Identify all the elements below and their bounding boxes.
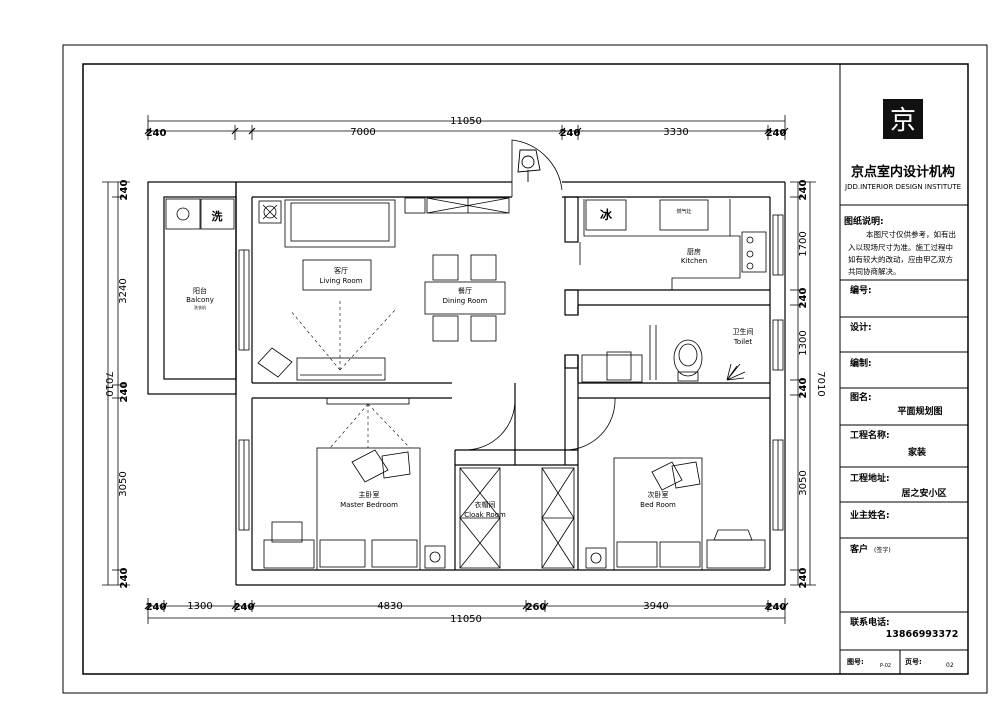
project-label: 工程名称: <box>850 429 890 441</box>
company-en: JDD.INTERIOR DESIGN INSTITUTE <box>844 183 961 191</box>
master-en: Master Bedroom <box>340 501 398 509</box>
master-cn: 主卧室 <box>359 490 380 499</box>
dim-right-1: 240 <box>798 180 809 201</box>
dim-right-3: 240 <box>798 288 809 309</box>
kitchen-en: Kitchen <box>681 257 707 265</box>
notes-title: 图纸说明: <box>844 215 884 227</box>
second-bed <box>585 457 766 571</box>
bed-en: Bed Room <box>640 501 676 509</box>
wash-label: 洗 <box>212 209 223 223</box>
dining-cn: 餐厅 <box>458 286 472 295</box>
project-value: 家装 <box>908 446 927 458</box>
living-cn: 客厅 <box>334 266 348 275</box>
doors <box>464 139 616 451</box>
dim-left-2: 3240 <box>118 278 129 303</box>
dim-bottom-2: 1300 <box>187 601 212 612</box>
phone-value: 13866993372 <box>886 629 959 640</box>
dim-top-1: 240 <box>146 128 167 139</box>
dimension-ticks <box>144 127 789 610</box>
sheet-label: 图号: <box>847 657 864 666</box>
dim-bottom-6: 3940 <box>643 601 668 612</box>
phone-label: 联系电话: <box>850 616 890 628</box>
dim-left-5: 240 <box>119 568 130 589</box>
master-view-lines <box>329 403 411 449</box>
client-sign: (签字) <box>874 546 891 554</box>
notes-line-2: 入以现场尺寸为准。施工过程中 <box>848 242 953 252</box>
dim-bottom-5: 260 <box>526 602 547 613</box>
entrance-person-icon <box>517 149 541 182</box>
dining-table <box>424 254 506 342</box>
dim-left-4: 3050 <box>118 471 129 496</box>
dim-top-5: 240 <box>766 128 787 139</box>
dim-top-4: 3330 <box>663 127 688 138</box>
notes-line-1: 本图尺寸仅供参考，如有出 <box>866 229 956 239</box>
balcony-cn: 阳台 <box>193 286 207 295</box>
drawing-name-value: 平面规划图 <box>897 405 942 417</box>
walls <box>147 181 786 586</box>
bed-cn: 次卧室 <box>648 490 669 499</box>
fridge-label: 冰 <box>600 207 613 222</box>
sheet-value: P-02 <box>880 663 891 669</box>
dim-right-4: 1300 <box>798 330 809 355</box>
draft-label: 编制: <box>850 357 872 369</box>
title-block-grid <box>839 64 968 674</box>
dim-left-1: 240 <box>119 180 130 201</box>
living-furniture <box>257 197 510 381</box>
dim-top-total: 11050 <box>450 116 482 127</box>
inner-frame <box>82 63 969 675</box>
kitchen-fixtures <box>583 199 767 290</box>
company-cn: 京点室内设计机构 <box>851 164 955 180</box>
dim-bottom-1: 240 <box>146 602 167 613</box>
balcony-tag: 洗衣机 <box>194 304 206 310</box>
drawing-name-label: 图名: <box>850 391 872 403</box>
toilet-cn: 卫生间 <box>733 327 754 336</box>
dim-top-2: 7000 <box>350 127 375 138</box>
dimension-lines <box>102 115 816 624</box>
dim-bottom-7: 240 <box>766 602 787 613</box>
toilet-fixtures <box>581 325 746 383</box>
client-label: 客户 <box>849 543 868 555</box>
owner-label: 业主姓名: <box>850 509 890 521</box>
cloak-wardrobes <box>459 467 575 569</box>
page-value: 02 <box>946 662 954 669</box>
dim-left-3: 240 <box>119 382 130 403</box>
dim-top-3: 240 <box>560 128 581 139</box>
balcony-en: Balcony <box>186 296 214 304</box>
windows <box>238 214 784 531</box>
toilet-en: Toilet <box>733 338 753 346</box>
dim-left-total: 7010 <box>103 371 114 396</box>
dim-right-6: 3050 <box>798 470 809 495</box>
dim-right-2: 1700 <box>798 231 809 256</box>
dining-en: Dining Room <box>443 297 488 305</box>
dim-right-5: 240 <box>798 378 809 399</box>
company-logo <box>883 99 923 139</box>
master-bed <box>263 397 446 571</box>
dim-bottom-4: 4830 <box>377 601 402 612</box>
cloak-en: Cloak Room <box>464 511 506 519</box>
dim-bottom-total: 11050 <box>450 614 482 625</box>
page-label: 页号: <box>905 657 922 666</box>
number-label: 编号: <box>850 284 872 296</box>
dim-right-total: 7010 <box>815 371 826 396</box>
notes-line-4: 共同协商解决。 <box>848 266 901 276</box>
logo-char: 京 <box>890 106 916 136</box>
dim-right-7: 240 <box>798 568 809 589</box>
tv-view-lines <box>289 300 396 371</box>
appliance-label: 燃气灶 <box>676 208 691 215</box>
notes-line-3: 如有较大的改动，应由甲乙双方 <box>848 254 953 264</box>
design-label: 设计: <box>850 321 872 333</box>
outer-frame <box>62 44 988 694</box>
living-en: Living Room <box>320 277 363 285</box>
address-label: 工程地址: <box>850 472 890 484</box>
cloak-cn: 衣帽间 <box>475 500 496 509</box>
address-value: 居之安小区 <box>901 487 946 499</box>
kitchen-cn: 厨房 <box>687 247 701 256</box>
dim-bottom-3: 240 <box>234 602 255 613</box>
balcony-fixtures <box>165 198 235 230</box>
